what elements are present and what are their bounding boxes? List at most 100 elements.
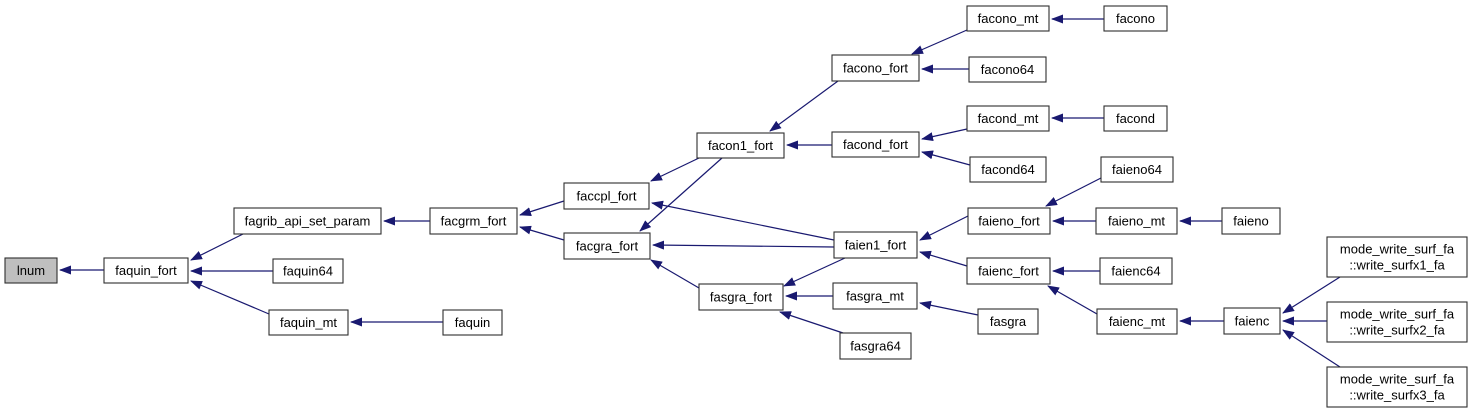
node-box-facond[interactable]	[1103, 105, 1168, 132]
node-label-write_surfx1-line2: ::write_surfx1_fa	[1349, 258, 1445, 273]
node-fagrib_api_set_param[interactable]: fagrib_api_set_param	[233, 207, 382, 235]
node-label-facond_fort: facond_fort	[843, 137, 908, 152]
node-faienc[interactable]: faienc	[1223, 307, 1281, 335]
node-box-faieno_fort[interactable]	[967, 207, 1051, 235]
edge-facono_fort-to-facon1_fort	[769, 80, 839, 132]
node-box-fasgra_mt[interactable]	[832, 282, 918, 310]
node-faieno_mt[interactable]: faieno_mt	[1095, 207, 1178, 235]
node-label-faieno_fort: faieno_fort	[978, 214, 1040, 229]
node-box-faien1_fort[interactable]	[833, 231, 918, 259]
node-fasgra[interactable]: fasgra	[977, 308, 1039, 335]
node-label-write_surfx3-line2: ::write_surfx3_fa	[1349, 388, 1445, 403]
node-box-faquin_fort[interactable]	[103, 257, 189, 284]
node-box-faienc_fort[interactable]	[966, 257, 1051, 285]
node-box-facono_mt[interactable]	[966, 5, 1050, 32]
node-facono_fort[interactable]: facono_fort	[831, 54, 920, 82]
node-write_surfx1[interactable]: mode_write_surf_fa::write_surfx1_fa	[1326, 236, 1468, 278]
node-box-fasgra64[interactable]	[839, 332, 912, 360]
edge-faien1_fort-to-faccpl_fort	[651, 200, 835, 241]
edge-faieno_fort-to-faien1_fort	[919, 215, 969, 241]
node-label-write_surfx3-line1: mode_write_surf_fa	[1340, 372, 1455, 387]
node-box-facono[interactable]	[1103, 5, 1168, 32]
node-faquin64[interactable]: faquin64	[272, 258, 344, 284]
node-label-faienc64: faienc64	[1111, 264, 1160, 279]
node-box-faquin_mt[interactable]	[268, 309, 349, 336]
node-facon1_fort[interactable]: facon1_fort	[696, 132, 785, 159]
node-faquin_fort[interactable]: faquin_fort	[103, 257, 189, 284]
node-fasgra_fort[interactable]: fasgra_fort	[698, 283, 784, 311]
node-label-write_surfx2-line2: ::write_surfx2_fa	[1349, 323, 1445, 338]
edge-fasgra64-to-fasgra_fort	[779, 311, 844, 334]
node-facond_mt[interactable]: facond_mt	[966, 105, 1050, 132]
node-box-faquin[interactable]	[442, 309, 503, 336]
node-facono_mt[interactable]: facono_mt	[966, 5, 1050, 32]
edge-faienc_mt-to-faienc_fort	[1047, 285, 1098, 315]
node-box-lnum	[4, 257, 58, 284]
node-box-faieno_mt[interactable]	[1095, 207, 1178, 235]
node-box-faccpl_fort[interactable]	[563, 182, 650, 210]
node-label-facond_mt: facond_mt	[978, 111, 1039, 126]
node-faieno64[interactable]: faieno64	[1100, 156, 1174, 183]
node-box-write_surfx3[interactable]	[1326, 366, 1468, 408]
node-box-facgrm_fort[interactable]	[429, 207, 518, 235]
node-facgra_fort[interactable]: facgra_fort	[563, 232, 651, 260]
edge-facon1_fort-to-faccpl_fort	[650, 157, 700, 182]
node-box-faquin64[interactable]	[272, 258, 344, 284]
node-box-facono_fort[interactable]	[831, 54, 920, 82]
node-label-faquin_mt: faquin_mt	[280, 315, 337, 330]
node-label-lnum: lnum	[17, 263, 45, 278]
node-box-write_surfx1[interactable]	[1326, 236, 1468, 278]
node-box-faienc64[interactable]	[1099, 257, 1173, 285]
node-lnum: lnum	[4, 257, 58, 284]
node-faieno[interactable]: faieno	[1221, 207, 1281, 235]
node-box-facond_fort[interactable]	[831, 131, 920, 158]
node-faccpl_fort[interactable]: faccpl_fort	[563, 182, 650, 210]
node-faquin_mt[interactable]: faquin_mt	[268, 309, 349, 336]
node-box-faienc[interactable]	[1223, 307, 1281, 335]
node-faieno_fort[interactable]: faieno_fort	[967, 207, 1051, 235]
node-box-fagrib_api_set_param[interactable]	[233, 207, 382, 235]
node-box-facond_mt[interactable]	[966, 105, 1050, 132]
node-box-faieno64[interactable]	[1100, 156, 1174, 183]
node-facono64[interactable]: facono64	[968, 56, 1047, 83]
edge-facgra_fort-to-facgrm_fort	[519, 225, 565, 241]
node-faienc64[interactable]: faienc64	[1099, 257, 1173, 285]
node-label-faien1_fort: faien1_fort	[845, 238, 907, 253]
node-facono[interactable]: facono	[1103, 5, 1168, 32]
node-label-facgrm_fort: facgrm_fort	[441, 214, 507, 229]
node-faien1_fort[interactable]: faien1_fort	[833, 231, 918, 259]
node-label-faienc_mt: faienc_mt	[1109, 314, 1166, 329]
node-label-faquin_fort: faquin_fort	[115, 263, 177, 278]
node-box-fasgra[interactable]	[977, 308, 1039, 335]
node-label-fagrib_api_set_param: fagrib_api_set_param	[245, 214, 371, 229]
node-box-faienc_mt[interactable]	[1096, 308, 1178, 335]
node-box-facgra_fort[interactable]	[563, 232, 651, 260]
node-facgrm_fort[interactable]: facgrm_fort	[429, 207, 518, 235]
node-facond_fort[interactable]: facond_fort	[831, 131, 920, 158]
node-facond64[interactable]: facond64	[969, 156, 1047, 183]
node-write_surfx3[interactable]: mode_write_surf_fa::write_surfx3_fa	[1326, 366, 1468, 408]
node-box-faieno[interactable]	[1221, 207, 1281, 235]
node-label-facono_mt: facono_mt	[978, 11, 1039, 26]
node-fasgra64[interactable]: fasgra64	[839, 332, 912, 360]
node-faienc_mt[interactable]: faienc_mt	[1096, 308, 1178, 335]
node-faquin[interactable]: faquin	[442, 309, 503, 336]
edge-faien1_fort-to-facgra_fort	[652, 240, 835, 250]
node-faienc_fort[interactable]: faienc_fort	[966, 257, 1051, 285]
edge-facon1_fort-to-facgra_fort	[639, 157, 723, 232]
edge-faienc_fort-to-faien1_fort	[919, 250, 968, 267]
node-label-facgra_fort: facgra_fort	[576, 239, 639, 254]
node-box-fasgra_fort[interactable]	[698, 283, 784, 311]
node-box-facon1_fort[interactable]	[696, 132, 785, 159]
node-label-facono: facono	[1116, 11, 1155, 26]
node-box-facond64[interactable]	[969, 156, 1047, 183]
node-box-write_surfx2[interactable]	[1326, 301, 1468, 343]
node-label-write_surfx1-line1: mode_write_surf_fa	[1340, 242, 1455, 257]
node-fasgra_mt[interactable]: fasgra_mt	[832, 282, 918, 310]
node-label-facono64: facono64	[981, 62, 1035, 77]
node-label-faieno_mt: faieno_mt	[1108, 214, 1165, 229]
node-write_surfx2[interactable]: mode_write_surf_fa::write_surfx2_fa	[1326, 301, 1468, 343]
node-box-facono64[interactable]	[968, 56, 1047, 83]
node-facond[interactable]: facond	[1103, 105, 1168, 132]
